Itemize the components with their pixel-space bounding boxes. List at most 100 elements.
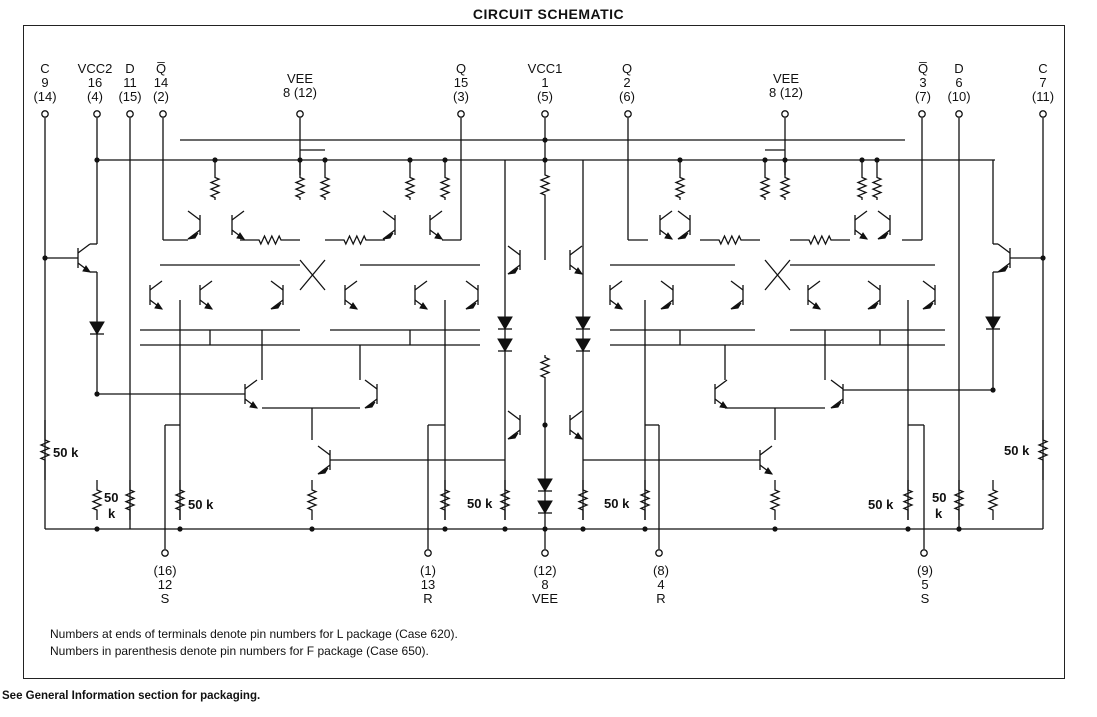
resistor — [674, 175, 686, 200]
junction-dot — [762, 157, 768, 163]
diode — [89, 321, 105, 335]
resistor — [539, 355, 551, 380]
transistor — [507, 267, 519, 275]
resistor — [987, 480, 999, 520]
resistor — [871, 175, 883, 200]
transistor — [569, 410, 583, 421]
terminal — [126, 110, 134, 118]
transistor — [660, 280, 674, 291]
resistor — [439, 480, 451, 520]
junction-dot — [442, 157, 448, 163]
resistor — [539, 170, 551, 200]
junction-dot — [859, 157, 865, 163]
resistor — [1037, 420, 1049, 480]
resistor — [325, 234, 385, 246]
junction-dot — [94, 157, 100, 163]
transistor — [187, 232, 199, 240]
junction-dot — [956, 526, 962, 532]
transistor — [149, 280, 163, 291]
transistor — [859, 232, 869, 240]
junction-dot — [212, 157, 218, 163]
junction-dot — [874, 157, 880, 163]
transistor — [249, 401, 259, 409]
transistor — [414, 280, 428, 291]
transistor — [614, 302, 624, 310]
terminal — [624, 110, 632, 118]
resistor — [953, 480, 965, 520]
transistor — [922, 302, 934, 310]
transistor — [609, 280, 623, 291]
transistor — [77, 243, 91, 254]
transistor — [574, 432, 584, 440]
junction-dot — [772, 526, 778, 532]
transistor — [317, 467, 329, 475]
transistor — [507, 245, 521, 256]
transistor — [236, 232, 246, 240]
terminal — [1039, 110, 1047, 118]
transistor — [664, 232, 674, 240]
resistor-label: 50 k — [604, 496, 630, 511]
resistor-label: 50 k — [868, 497, 894, 512]
transistor — [807, 280, 821, 291]
transistor — [574, 267, 584, 275]
resistor — [209, 175, 221, 200]
transistor — [877, 232, 889, 240]
transistor — [465, 302, 477, 310]
junction-dot — [990, 387, 996, 393]
junction-dot — [309, 526, 315, 532]
resistor — [856, 175, 868, 200]
diode — [497, 338, 513, 352]
terminal — [457, 110, 465, 118]
note-f-package: Numbers in parenthesis denote pin number… — [50, 644, 429, 658]
transistor — [764, 467, 774, 475]
resistor — [124, 480, 136, 520]
junction-dot — [442, 526, 448, 532]
junction-dot — [94, 526, 100, 532]
transistor — [997, 265, 1009, 273]
transistor — [677, 210, 691, 221]
resistor — [174, 480, 186, 520]
transistor — [660, 302, 672, 310]
transistor — [730, 302, 742, 310]
junction-dot — [905, 526, 911, 532]
transistor — [382, 210, 396, 221]
transistor — [434, 232, 444, 240]
resistor — [759, 175, 771, 200]
resistor — [769, 480, 781, 520]
terminal — [920, 549, 928, 557]
resistor — [294, 175, 306, 200]
resistor — [499, 480, 511, 520]
transistor — [382, 232, 394, 240]
junction-dot — [542, 526, 548, 532]
resistor-label: 50 — [932, 490, 947, 505]
junction-dot — [177, 526, 183, 532]
transistor — [154, 302, 164, 310]
resistor-label: 50 k — [467, 496, 493, 511]
transistor — [867, 302, 879, 310]
transistor — [997, 243, 1011, 254]
terminal — [424, 549, 432, 557]
transistor — [270, 280, 284, 291]
transistor — [830, 401, 842, 409]
resistor — [700, 234, 760, 246]
junction-dot — [94, 391, 100, 397]
resistor — [779, 175, 791, 200]
resistor — [577, 480, 589, 520]
transistor — [714, 379, 728, 390]
transistor — [877, 210, 891, 221]
junction-dot — [502, 526, 508, 532]
transistor — [507, 432, 519, 440]
junction-dot — [677, 157, 683, 163]
wire — [299, 259, 326, 291]
terminal — [655, 549, 663, 557]
transistor — [317, 445, 331, 456]
resistor-label: 50 k — [53, 445, 79, 460]
